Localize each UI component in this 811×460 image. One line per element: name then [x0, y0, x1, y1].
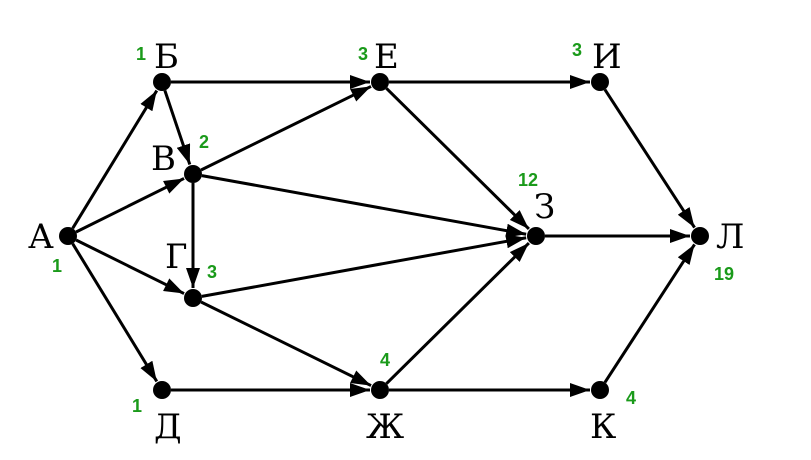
edge-A-B: [71, 89, 159, 230]
edge-K-L: [603, 243, 696, 384]
vertex-label-G: Г: [165, 237, 188, 277]
path-count-E: 3: [358, 44, 368, 64]
vertex-label-E: Е: [374, 37, 399, 77]
vertex-labels: А Б В Г Д Е Ж З И К Л: [28, 37, 744, 447]
path-count-D: 1: [132, 396, 142, 416]
edge-G-Zh: [200, 300, 372, 387]
vertex-V: [184, 165, 202, 183]
edge-A-G: [75, 238, 185, 295]
edge-G-Z: [201, 234, 527, 298]
vertex-L: [691, 227, 709, 245]
path-count-V: 2: [199, 132, 209, 152]
vertex-label-B: Б: [154, 37, 179, 77]
vertex-label-K: К: [590, 407, 616, 447]
vertex-label-L: Л: [716, 217, 744, 257]
vertex-K: [591, 381, 609, 399]
path-count-L: 19: [714, 264, 734, 284]
edge-Zh-Z: [385, 241, 530, 385]
edge-A-D: [71, 242, 159, 383]
vertex-Z: [527, 227, 545, 245]
vertex-Zh: [371, 381, 389, 399]
path-count-Zh: 4: [380, 350, 390, 370]
path-count-A: 1: [52, 256, 62, 276]
vertex-G: [184, 289, 202, 307]
vertices: [59, 73, 709, 399]
vertex-I: [591, 73, 609, 91]
path-count-K: 4: [626, 388, 636, 408]
vertex-label-Z: З: [534, 187, 555, 227]
vertex-label-I: И: [592, 37, 622, 77]
vertex-A: [59, 227, 77, 245]
edge-V-Z: [201, 174, 527, 238]
edge-V-E: [200, 85, 372, 172]
edge-E-Z: [385, 87, 530, 231]
path-count-B: 1: [136, 44, 146, 64]
edge-I-L: [603, 88, 696, 229]
path-count-I: 3: [572, 40, 582, 60]
path-count-G: 3: [207, 262, 217, 282]
vertex-label-Zh: Ж: [366, 407, 404, 447]
path-count-Z: 12: [518, 170, 538, 190]
vertex-E: [371, 73, 389, 91]
vertex-label-D: Д: [154, 407, 182, 447]
vertex-label-A: А: [28, 217, 54, 257]
vertex-label-V: В: [151, 139, 176, 179]
edges: [71, 75, 696, 397]
vertex-D: [153, 381, 171, 399]
vertex-B: [153, 73, 171, 91]
edge-A-V: [75, 177, 185, 234]
edge-B-V: [163, 90, 192, 166]
